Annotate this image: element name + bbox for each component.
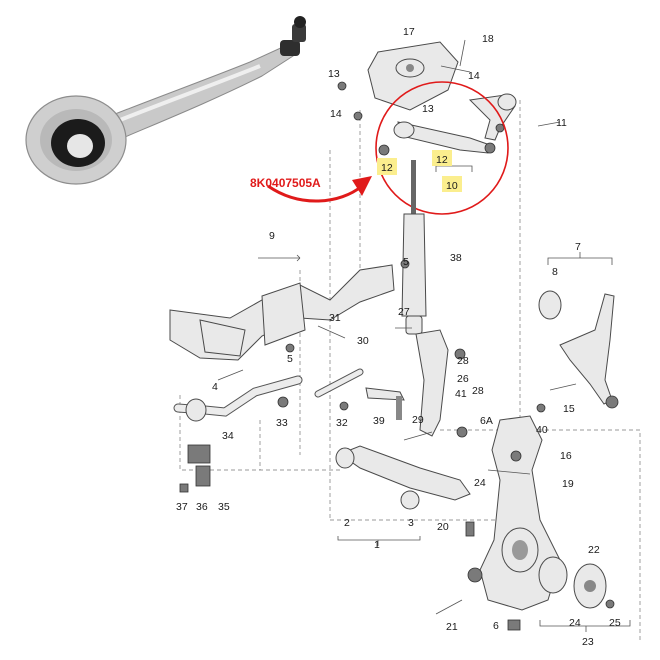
callout-22: 22 — [588, 544, 600, 556]
callout-2: 2 — [344, 517, 350, 529]
callout-4: 4 — [212, 381, 218, 393]
callout-28: 28 — [457, 355, 469, 367]
callout-15: 15 — [563, 403, 575, 415]
circle-highlight — [375, 81, 509, 215]
callout-26: 26 — [457, 373, 469, 385]
callout-5: 5 — [403, 256, 409, 268]
callout-18: 18 — [482, 33, 494, 45]
shock-absorber-38 — [401, 160, 427, 335]
lower-arm-1 — [335, 445, 471, 510]
highlight-box-10 — [442, 176, 462, 192]
upper-arm-7 — [538, 290, 619, 409]
assembly-guide-lines — [179, 100, 641, 640]
callout-7: 7 — [575, 241, 581, 253]
callout-labels: 17 18 13 14 13 14 11 12 12 10 9 5 38 7 8… — [176, 26, 621, 648]
link-26 — [415, 329, 449, 437]
upper-arms-highlight-area — [393, 93, 517, 154]
callout-24: 24 — [569, 617, 581, 629]
stabilizer-bar-34 — [173, 375, 303, 422]
callout-28: 28 — [472, 385, 484, 397]
callout-5: 5 — [287, 353, 293, 365]
subframe — [169, 264, 395, 361]
callout-12: 12 — [381, 162, 393, 174]
callout-16: 16 — [560, 450, 572, 462]
coupling-rod-30 — [314, 368, 364, 398]
hardware-bolts — [179, 39, 615, 631]
callout-33: 33 — [276, 417, 288, 429]
callout-34: 34 — [222, 430, 234, 442]
highlight-box-12a — [377, 158, 397, 175]
callout-37: 37 — [176, 501, 188, 513]
callout-13: 13 — [422, 103, 434, 115]
callout-32: 32 — [336, 417, 348, 429]
callout-8: 8 — [552, 266, 558, 278]
callout-11: 11 — [556, 117, 567, 129]
callout-14: 14 — [330, 108, 342, 120]
part-code: 8K0407505A — [250, 176, 321, 190]
callout-17: 17 — [403, 26, 415, 38]
wheel-hub-23 — [538, 556, 607, 609]
callout-24: 24 — [474, 477, 486, 489]
coupling-rod-39 — [365, 387, 405, 420]
red-arrow-head — [352, 176, 372, 196]
callout-20: 20 — [437, 521, 449, 533]
callout-31: 31 — [329, 312, 341, 324]
callout-25: 25 — [609, 617, 621, 629]
callout-6A: 6A — [480, 415, 493, 427]
callout-12: 12 — [436, 154, 448, 166]
red-arrow — [267, 184, 363, 203]
callout-13: 13 — [328, 68, 340, 80]
callout-29: 29 — [412, 414, 424, 426]
strut-mount-17 — [367, 41, 471, 111]
callout-36: 36 — [196, 501, 208, 513]
callout-35: 35 — [218, 501, 230, 513]
wheel-bearing-housing-19 — [467, 415, 561, 611]
highlight-box-12b — [432, 150, 452, 166]
callout-14: 14 — [468, 70, 480, 82]
callout-6: 6 — [493, 620, 499, 632]
callout-3: 3 — [408, 517, 414, 529]
control-arm-photo — [25, 16, 306, 185]
callout-39: 39 — [373, 415, 385, 427]
callout-30: 30 — [357, 335, 369, 347]
callout-9: 9 — [269, 230, 275, 242]
group-brackets — [337, 121, 631, 632]
callout-40: 40 — [536, 424, 548, 436]
callout-1: 1 — [374, 539, 380, 551]
callout-21: 21 — [446, 621, 458, 633]
callout-10: 10 — [446, 180, 458, 192]
callout-19: 19 — [562, 478, 574, 490]
callout-23: 23 — [582, 636, 594, 648]
callout-41: 41 — [455, 388, 467, 400]
callout-27: 27 — [398, 306, 410, 318]
callout-38: 38 — [450, 252, 462, 264]
